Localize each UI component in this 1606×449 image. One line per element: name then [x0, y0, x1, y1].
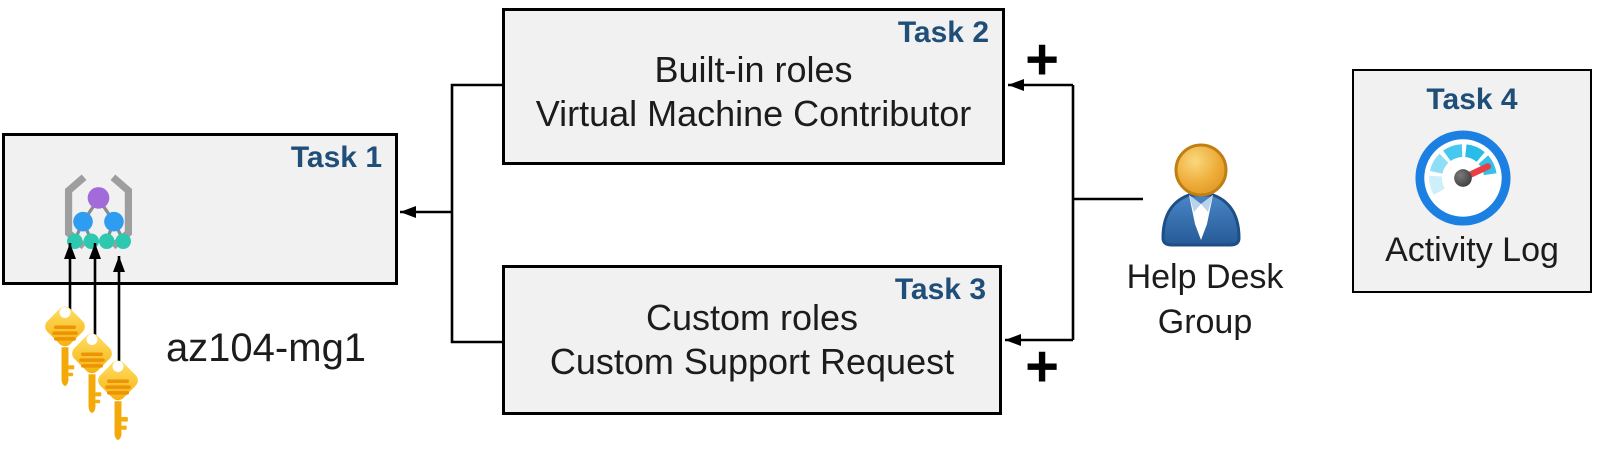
task2-badge: Task 2	[897, 16, 989, 49]
task4-box: Task 4 Activity Log	[1352, 69, 1592, 293]
task4-badge: Task 4	[1426, 83, 1518, 116]
plus-sign-task2: +	[1025, 27, 1059, 92]
key-icon	[36, 302, 94, 392]
management-group-icon	[50, 168, 148, 266]
task3-line1: Custom roles	[645, 297, 859, 338]
task4-label: Activity Log	[1385, 231, 1559, 269]
actor-label-line1: Help Desk	[1126, 258, 1284, 296]
key-icon	[63, 329, 121, 419]
actor-label-line2: Group	[1157, 303, 1253, 341]
activity-log-gauge-icon	[1414, 129, 1512, 227]
actor-label: Help Desk Group	[1105, 255, 1305, 345]
key-icon	[89, 356, 147, 446]
plus-sign-task3: +	[1025, 334, 1059, 399]
task1-badge: Task 1	[290, 141, 382, 174]
task3-box: Task 3 Custom roles Custom Support Reque…	[502, 265, 1002, 415]
task3-line2: Custom Support Request	[549, 341, 955, 382]
user-icon	[1156, 140, 1246, 247]
task3-badge: Task 3	[894, 273, 986, 306]
task2-line2: Virtual Machine Contributor	[535, 93, 972, 134]
task2-line1: Built-in roles	[654, 49, 853, 90]
task1-box: Task 1 az104-mg1	[2, 133, 398, 370]
task2-box: Task 2 Built-in roles Virtual Machine Co…	[502, 8, 1005, 165]
task1-label: az104-mg1	[165, 326, 367, 370]
